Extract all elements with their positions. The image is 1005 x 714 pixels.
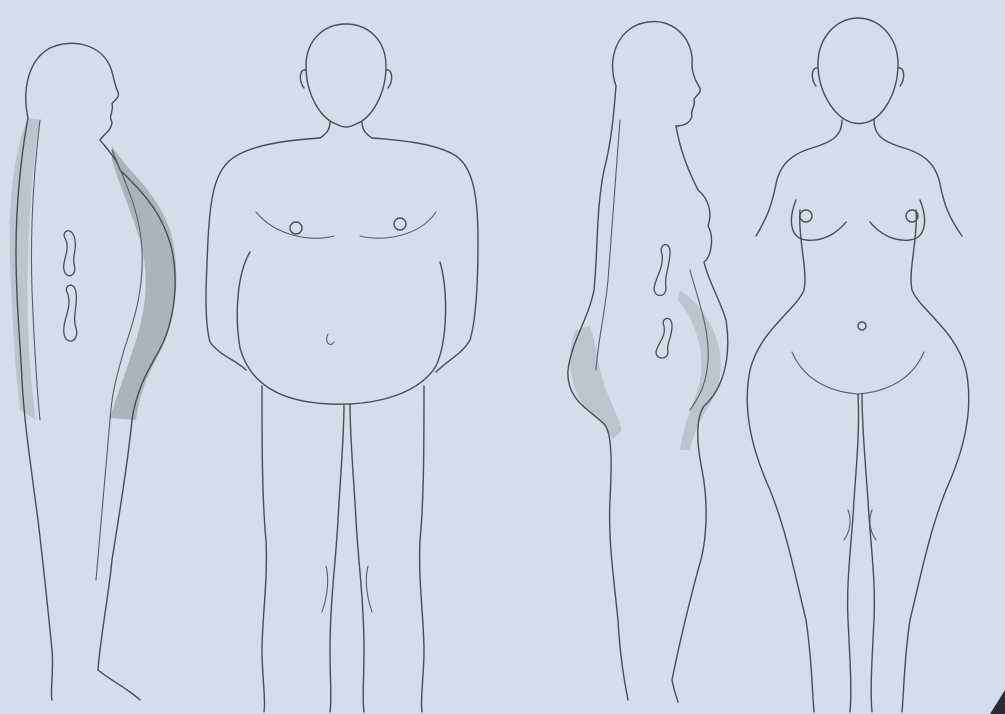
male-front-navel (327, 334, 334, 344)
corner-mark (990, 690, 1005, 714)
female-side-hip-fat (570, 326, 622, 440)
female-side-front-outline (672, 126, 728, 702)
female-side-head (613, 22, 701, 126)
male-front-belly (237, 252, 445, 404)
female-front-figure (747, 18, 969, 712)
female-front-belly (792, 352, 924, 394)
female-front-left-nipple (800, 210, 812, 222)
male-front-left-nipple (290, 222, 302, 234)
male-front-right-nipple (394, 218, 406, 230)
female-side-inner-back (596, 120, 620, 370)
male-front-head (306, 24, 386, 127)
male-side-organ-upper (64, 231, 76, 276)
female-front-inner-legs (848, 394, 875, 712)
male-front-knees (322, 566, 372, 612)
female-front-ears (812, 68, 903, 86)
female-side-organ-upper (654, 245, 670, 296)
female-front-breasts (791, 200, 924, 240)
male-front-chest (256, 212, 436, 238)
male-side-figure (10, 43, 177, 700)
male-front-neck (320, 122, 372, 138)
female-front-torso (756, 120, 962, 236)
female-front-body (747, 210, 969, 712)
male-side-organ-lower (64, 285, 77, 341)
female-front-navel (858, 322, 866, 330)
male-front-torso (206, 138, 478, 372)
male-front-figure (206, 24, 478, 712)
female-side-thigh-fat (678, 290, 721, 450)
male-front-legs (262, 386, 424, 712)
male-side-belly-fat (110, 146, 176, 420)
female-side-figure (568, 22, 728, 702)
female-front-head (818, 18, 898, 124)
male-front-ears (300, 70, 391, 88)
female-side-organ-lower (656, 318, 672, 358)
